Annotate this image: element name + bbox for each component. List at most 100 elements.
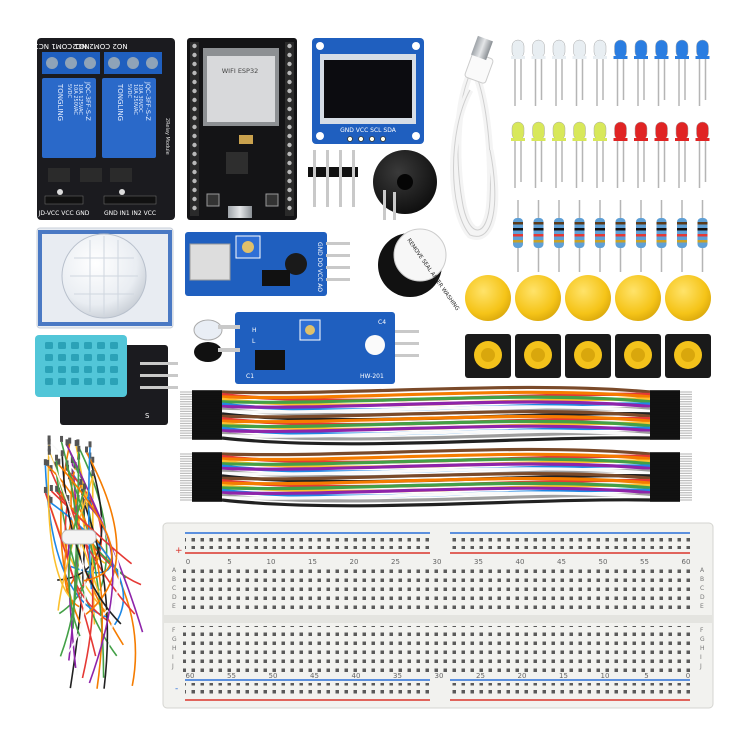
breadboard-row-letter: B [700, 576, 704, 583]
tactile-switch [615, 334, 661, 378]
esp32-en-button [206, 193, 220, 207]
resistor [554, 200, 564, 272]
resistor [677, 200, 687, 272]
led-blue [613, 39, 628, 106]
led-clear [531, 39, 546, 106]
led-red [613, 121, 628, 188]
breadboard-col-number: 55 [640, 558, 649, 566]
breadboard-row-letter: J [699, 663, 702, 670]
led-blue [675, 39, 689, 106]
resistor [697, 200, 708, 272]
svg-text:10A 250VAC: 10A 250VAC [132, 84, 138, 115]
usb-cable [450, 35, 499, 240]
buzzer-active: REMOVE SEAL AFTER WASHING [378, 228, 460, 312]
esp32-micro-usb [228, 206, 252, 218]
breadboard-row-letter: H [700, 645, 705, 652]
resistor [595, 200, 605, 272]
svg-text:5VDC: 5VDC [66, 84, 72, 98]
dupont-jumper-ribbons [180, 385, 692, 508]
button-cap [515, 275, 561, 321]
breadboard-row-letter: I [172, 654, 174, 661]
wire-tie [61, 529, 97, 545]
ir-model: HW-201 [360, 373, 384, 380]
button-cap-row [465, 275, 711, 321]
svg-text:C4: C4 [378, 319, 386, 326]
button-cap [615, 275, 661, 321]
breadboard-row-letter: A [700, 567, 705, 574]
led-blue [695, 39, 710, 106]
breadboard-col-number: 5 [644, 672, 648, 680]
svg-text:TONGLING: TONGLING [56, 83, 64, 121]
breadboard-row-letter: G [172, 636, 177, 643]
esp32-module-label: WIFI ESP32 [222, 67, 259, 75]
relay-top-label-2: NO2 COM2 NC2 [72, 42, 127, 50]
breadboard-col-number: 55 [227, 672, 236, 680]
led-clear [593, 39, 607, 106]
breadboard-col-number: 30 [435, 672, 444, 680]
sound-sensor-pins: GND DO VCC AO [316, 242, 323, 292]
led-red [675, 121, 689, 188]
svg-text:10A 30VDC: 10A 30VDC [137, 84, 143, 113]
breadboard-col-number: 20 [518, 672, 527, 680]
svg-text:10A 250VAC: 10A 250VAC [72, 84, 78, 115]
breadboard-col-number: 35 [474, 558, 483, 566]
breadboard-row-letter: E [700, 603, 704, 610]
esp32-chip [226, 152, 248, 174]
led-yellow [593, 121, 607, 188]
rail-plus-sign: + [175, 546, 183, 556]
sound-sensor-ic [285, 253, 307, 275]
buzzer-passive [373, 150, 437, 220]
rail-minus-sign: - [175, 684, 178, 694]
breadboard-col-number: 10 [601, 672, 610, 680]
breadboard-row-letter: F [172, 627, 176, 634]
resistor [574, 200, 585, 272]
breadboard-col-number: 5 [227, 558, 231, 566]
breadboard-col-number: 40 [352, 672, 361, 680]
esp32-boot-button [265, 193, 279, 207]
breadboard-col-number: 20 [350, 558, 359, 566]
button-cap [665, 275, 711, 321]
ir-receiver [194, 342, 222, 362]
breadboard-row-letter: E [172, 603, 176, 610]
breadboard-row-letter: G [700, 636, 705, 643]
breadboard-row-letter: H [172, 645, 177, 652]
ir-emitter [193, 319, 223, 341]
led-yellow [531, 121, 546, 188]
led-grid [511, 39, 710, 188]
breadboard-col-number: 0 [186, 558, 190, 566]
relay-module: NO2 COM2 NC2 NO1 COM1 NC1 TONGLING JQC-3… [34, 38, 175, 220]
svg-text:TONGLING: TONGLING [116, 83, 124, 121]
oled-display: GND VCC SCL SDA [312, 38, 424, 144]
led-blue [654, 39, 669, 106]
tactile-switch [565, 334, 611, 378]
breadboard-row-letter: C [172, 585, 176, 592]
breadboard-col-number: 45 [310, 672, 319, 680]
breadboard-row-letter: B [172, 576, 176, 583]
led-yellow [511, 121, 525, 188]
resistor [513, 200, 523, 272]
breadboard-row-letter: C [700, 585, 704, 592]
relay-1: TONGLING JQC-3FF-S-Z 5VDC 10A 250VAC 10A… [42, 78, 96, 158]
resistor [656, 200, 667, 272]
relay-bottom-label-2: GND IN1 IN2 VCC [104, 210, 156, 217]
tactile-switch-row [465, 334, 711, 378]
led-yellow [552, 121, 566, 188]
sound-sensor-module: GND DO VCC AO [185, 232, 350, 296]
svg-text:L: L [252, 338, 256, 345]
led-clear [552, 39, 566, 106]
breadboard-col-number: 40 [516, 558, 525, 566]
svg-text:10A 125VAC: 10A 125VAC [77, 84, 83, 115]
button-cap [565, 275, 611, 321]
svg-text:H: H [252, 327, 257, 334]
esp32-board: WIFI ESP32 [187, 38, 297, 220]
breadboard-col-number: 60 [682, 558, 691, 566]
svg-text:JQC-3FF-S-Z: JQC-3FF-S-Z [144, 81, 152, 121]
breadboard-col-number: 0 [686, 672, 690, 680]
breadboard-col-number: 15 [308, 558, 317, 566]
breadboard-row-letter: D [700, 594, 705, 601]
breadboard-col-number: 50 [599, 558, 608, 566]
resistor [615, 200, 626, 272]
relay-side-text: 2Relay Module [164, 118, 170, 155]
male-header-pins [308, 150, 358, 207]
